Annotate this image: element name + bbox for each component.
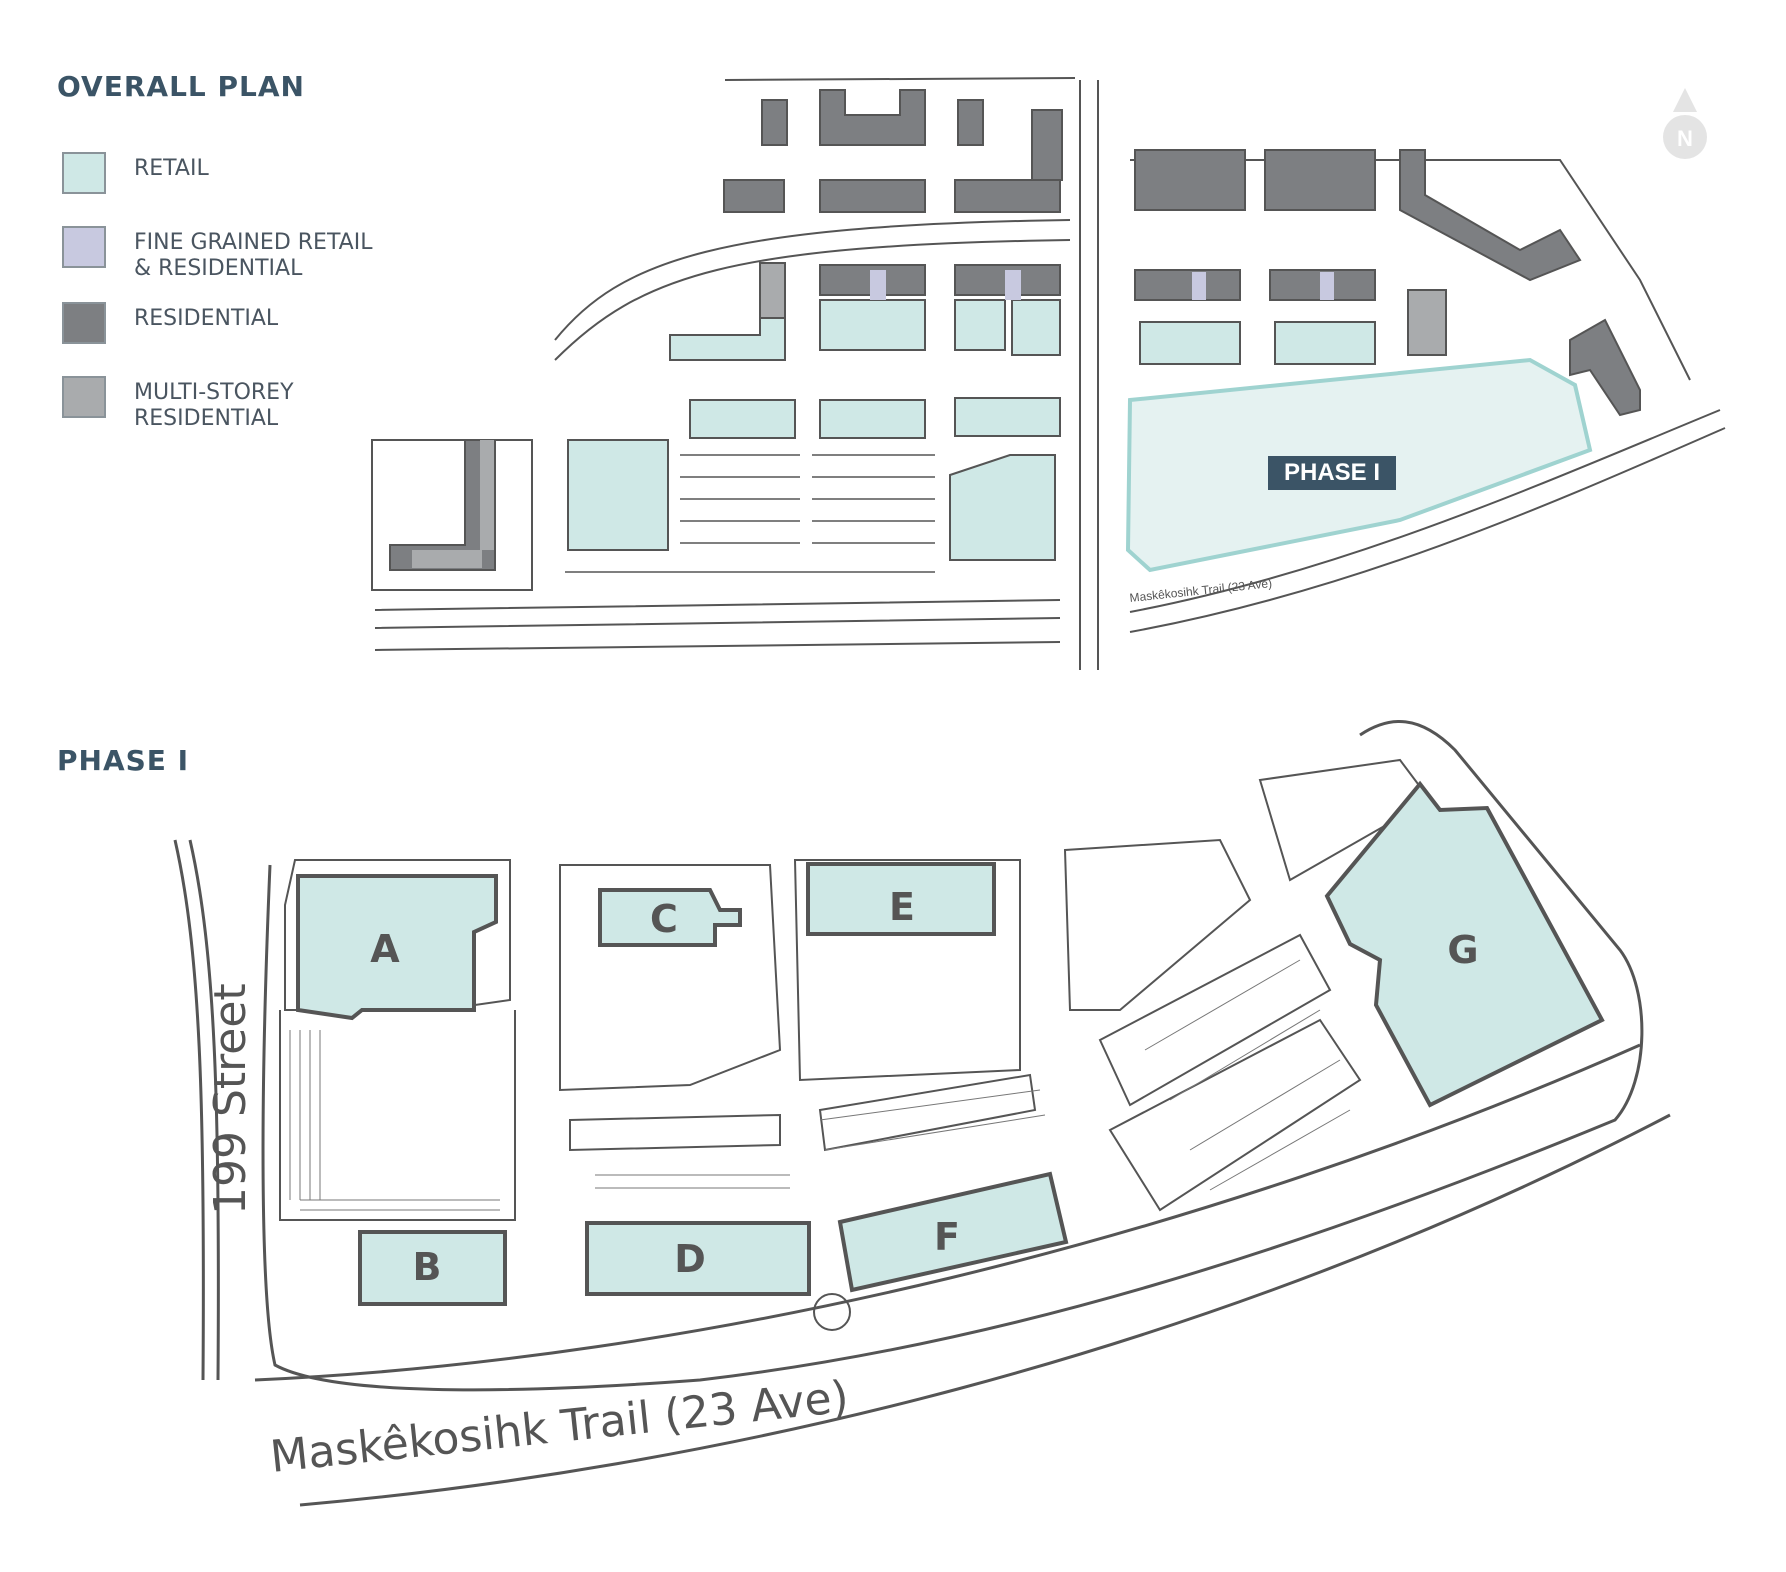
building-label-g: G (1447, 928, 1478, 972)
legend-item-multi-storey: MULTI-STOREY RESIDENTIAL (62, 376, 422, 431)
phase-one-title: PHASE I (57, 744, 190, 777)
building-label-e: E (889, 885, 915, 929)
phase-one-roads (173, 720, 1671, 1507)
residential-swatch (62, 302, 106, 344)
fine-grained-swatch (62, 226, 106, 268)
building-c (598, 888, 742, 947)
parking-stripes (289, 959, 1351, 1211)
building-label-c: C (650, 897, 678, 941)
building-labels: A B C D E F G (370, 885, 1478, 1289)
legend-item-residential: RESIDENTIAL (62, 302, 422, 350)
building-e (806, 862, 996, 936)
buildings (296, 780, 1605, 1306)
roundabout (813, 1293, 851, 1331)
building-f (837, 1171, 1069, 1293)
overall-roads (374, 77, 1726, 670)
legend-item-fine-grained: FINE GRAINED RETAIL & RESIDENTIAL (62, 226, 422, 281)
phase-one-label-box (1268, 456, 1396, 490)
building-label-f: F (934, 1215, 960, 1259)
building-g (1324, 780, 1605, 1108)
trail-label: Maskêkosihk Trail (23 Ave) (268, 1371, 851, 1482)
phase-one-label: PHASE I (1284, 459, 1380, 486)
legend-label-retail: RETAIL (134, 156, 209, 181)
building-a (296, 874, 498, 1021)
north-arrow-icon: N (1663, 88, 1707, 159)
building-label-a: A (370, 927, 400, 971)
phase-one-lots (279, 758, 1432, 1221)
overall-road-label: Maskêkosihk Trail (23 Ave) (1129, 576, 1273, 605)
building-d (585, 1221, 811, 1296)
overall-parking (565, 454, 935, 573)
retail-swatch (62, 152, 106, 194)
legend-item-retail: RETAIL (62, 152, 422, 200)
overall-blocks (371, 89, 1641, 591)
north-label: N (1677, 126, 1693, 151)
street-label-199: 199 Street (205, 983, 256, 1215)
legend-label-multi-storey: MULTI-STOREY RESIDENTIAL (134, 380, 294, 431)
overall-plan-map: PHASE I Maskêkosihk Trail (23 Ave) N (371, 77, 1726, 670)
building-b (358, 1230, 507, 1306)
multi-storey-swatch (62, 376, 106, 418)
building-label-d: D (674, 1237, 706, 1281)
legend-label-fine-grained: FINE GRAINED RETAIL & RESIDENTIAL (134, 230, 373, 281)
legend-label-residential: RESIDENTIAL (134, 306, 279, 331)
building-label-b: B (413, 1245, 442, 1289)
overall-plan-title: OVERALL PLAN (57, 70, 305, 103)
